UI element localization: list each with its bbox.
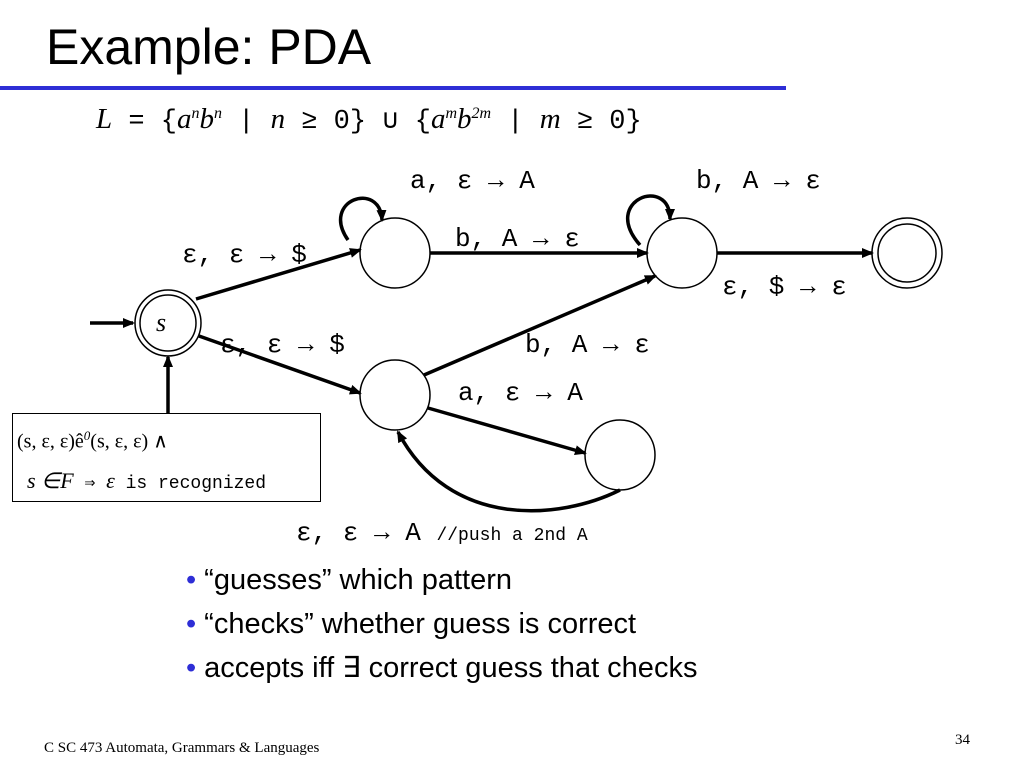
edge-extra-lower: [396, 430, 621, 513]
edge-start-upper: [195, 248, 362, 301]
start-state-outer: [134, 289, 202, 357]
label-extra-lower-line: ε, ε → A //push a 2nd A: [296, 518, 588, 548]
language-definition: L = {anbn | n ≥ 0} ∪ {amb2m | m ≥ 0}: [96, 103, 642, 137]
lang-b2: b: [457, 103, 472, 135]
acceptance-line-2: s ∈F ⇒ ε is recognized: [27, 468, 266, 494]
lang-n2: n: [213, 105, 222, 122]
state-middle: [646, 217, 718, 289]
page-number: 34: [955, 732, 970, 748]
bullet-text: “guesses” which pattern: [204, 564, 513, 596]
label-lower-extra: a, ε → A: [458, 378, 583, 408]
start-state-inner: [139, 294, 197, 352]
bullet-item: •accepts iff ∃ correct guess that checks: [186, 646, 697, 690]
slide-title: Example: PDA: [46, 19, 372, 75]
edge-start-lower: [198, 334, 362, 395]
state-upper: [359, 217, 431, 289]
lang-geq2: ≥ 0}: [560, 107, 642, 137]
lang-2m: 2m: [471, 105, 492, 122]
lang-eq: = {: [112, 107, 177, 137]
bullet-dot-icon: •: [186, 608, 197, 640]
lang-mid1: |: [221, 107, 271, 137]
lang-a1: a: [176, 103, 192, 135]
bullet-text: accepts iff ∃ correct guess that checks: [204, 652, 698, 684]
acceptance-line-1: (s, ε, ε)ê0(s, ε, ε) ∧: [17, 428, 168, 454]
bullet-item: •“checks” whether guess is correct: [186, 602, 697, 646]
implies-symbol: ⇒: [73, 474, 107, 494]
lang-m1: m: [445, 105, 458, 122]
lang-n3: n: [270, 103, 286, 135]
bullet-dot-icon: •: [186, 564, 197, 596]
bullet-item: •“guesses” which pattern: [186, 558, 697, 602]
label-upper-middle: b, A → ε: [455, 224, 580, 254]
epsilon-symbol: ε: [106, 468, 115, 493]
loop-middle: [625, 194, 675, 247]
lang-mid2: |: [491, 107, 540, 137]
edge-lower-extra: [427, 406, 587, 456]
label-loop-top-left: a, ε → A: [410, 166, 535, 196]
lang-m2: m: [539, 103, 561, 135]
title-underline: [0, 86, 786, 90]
final-state-inner: [877, 223, 937, 283]
loop-upper: [339, 196, 387, 242]
label-middle-final: ε, $ → ε: [722, 272, 847, 302]
config-end: (s, ε, ε) ∧: [90, 430, 168, 453]
lang-a2: a: [430, 103, 446, 135]
lang-l: L: [96, 103, 113, 135]
label-start-lower: ε, ε → $: [220, 330, 345, 360]
state-extra: [584, 419, 656, 491]
bullet-text: “checks” whether guess is correct: [204, 608, 637, 640]
edge-lower-middle: [423, 274, 657, 377]
s-in-f: s ∈F: [27, 468, 74, 493]
lang-b1: b: [199, 103, 214, 135]
label-extra-lower: ε, ε → A: [296, 518, 421, 548]
state-lower: [359, 359, 431, 431]
slide-footer: C SC 473 Automata, Grammars & Languages: [44, 740, 320, 756]
lang-n1: n: [191, 105, 200, 122]
bullet-list: •“guesses” which pattern •“checks” wheth…: [186, 558, 697, 690]
label-start-upper: ε, ε → $: [182, 240, 307, 270]
lang-geq1: ≥ 0} ∪ {: [285, 107, 431, 137]
bullet-dot-icon: •: [186, 652, 197, 684]
start-state-label: s: [156, 308, 167, 337]
label-lower-middle: b, A → ε: [525, 330, 650, 360]
turnstile-symbol: ê: [74, 430, 84, 453]
turnstile-sup: 0: [83, 428, 91, 443]
recognized-text: is recognized: [114, 474, 267, 494]
label-extra-comment: //push a 2nd A: [436, 526, 588, 546]
final-state-outer: [871, 217, 943, 289]
acceptance-box: (s, ε, ε)ê0(s, ε, ε) ∧ s ∈F ⇒ ε is recog…: [12, 413, 321, 502]
config-start: (s, ε, ε): [17, 430, 75, 453]
label-loop-top-right: b, A → ε: [696, 166, 821, 196]
